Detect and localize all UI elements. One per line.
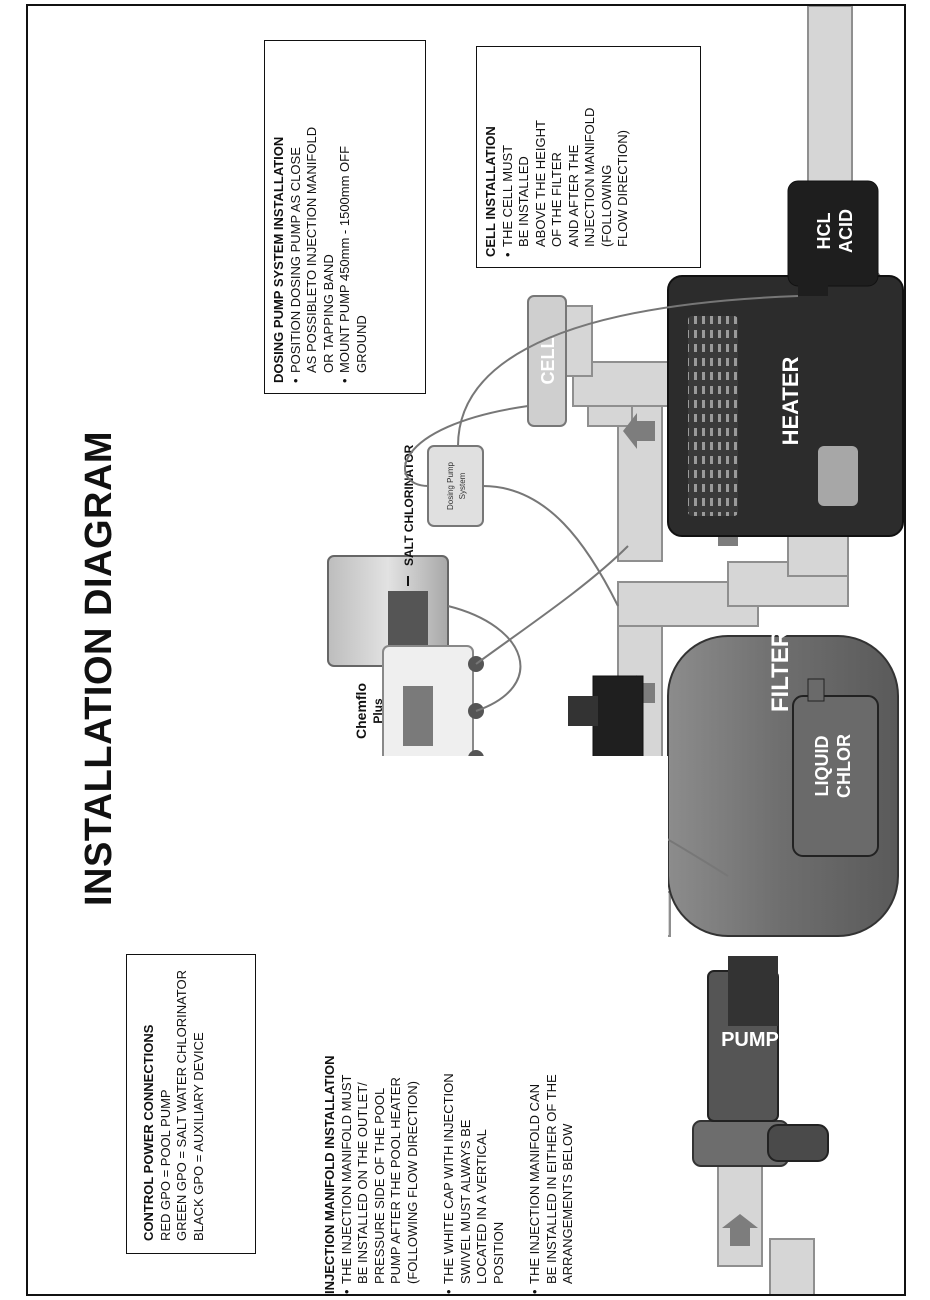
dosing-pump-note: DOSING PUMP SYSTEM INSTALLATION POSITION… [264, 40, 426, 394]
flow-arrow-inlet [722, 1214, 758, 1246]
pool-pump: PUMP [692, 956, 829, 1167]
note-line: BE INSTALLED ON THE OUTLET/ [355, 1082, 370, 1284]
note-line: ABOVE THE HEIGHT [532, 120, 548, 247]
salt-chlorinator: SALT CHLORINATOR [327, 444, 449, 667]
flow-arrow-cell [623, 413, 655, 449]
note-line: AND AFTER THE [565, 144, 581, 247]
cell-body [527, 295, 567, 427]
note-line: GROUND [353, 315, 369, 373]
pump-label: PUMP [721, 1029, 779, 1051]
note-line: BE INSTALLED [516, 156, 531, 247]
cell-installation-heading: CELL INSTALLATION [483, 126, 498, 257]
tube-hcl [457, 295, 799, 447]
note-line: PRESSURE SIDE OF THE POOL [371, 1087, 387, 1284]
pool-heater: HEATER [667, 275, 904, 537]
cable-chlorinator [447, 605, 522, 712]
note-line: ARRANGEMENTS BELOW [560, 1123, 575, 1284]
dosing-pump-label-2: System [458, 472, 467, 499]
dosing-pump-label-1: Dosing Pump [446, 461, 455, 510]
injection-manifold-note: INJECTION MANIFOLD INSTALLATION THE INJE… [308, 756, 668, 1294]
installation-diagram: PUMP FILTER LIQUID CHLOR HEATE [327, 6, 904, 1294]
note-line: PUMP AFTER THE POOL HEATER [388, 1077, 403, 1284]
pipe-bottom-left [769, 1238, 815, 1294]
salt-chlorinator-display [388, 591, 428, 651]
filter-valve [592, 675, 644, 767]
hcl-label-2: ACID [836, 209, 856, 253]
hcl-label-1: HCL [814, 213, 834, 250]
cable-aux [475, 545, 629, 665]
tube-liquid-chlor [482, 485, 619, 607]
control-power-line: RED GPO = POOL PUMP [157, 1089, 173, 1241]
note-line: OF THE FILTER [549, 152, 564, 247]
heater-panel [818, 446, 858, 506]
page-title: INSTALLATION DIAGRAM [78, 430, 120, 906]
note-line: POSITION DOSING PUMP AS CLOSE [287, 147, 303, 373]
dosing-pump-item: MOUNT PUMP 450mm - 1500mm OFF GROUND [337, 51, 370, 383]
note-line: (FOLLOWING [598, 164, 614, 247]
note-line: THE CELL MUST [499, 144, 515, 247]
diagram-frame: PUMP FILTER LIQUID CHLOR HEATE [26, 4, 906, 1296]
dosing-pump-heading: DOSING PUMP SYSTEM INSTALLATION [271, 136, 286, 383]
note-line: LOCATED IN A VERTICAL [474, 1129, 489, 1284]
note-line: INJECTION MANIFOLD [582, 107, 597, 247]
liquid-chlor-cap [807, 678, 825, 702]
control-power-line: BLACK GPO = AUXILIARY DEVICE [190, 1032, 206, 1241]
note-line: BE INSTALLED IN EITHER OF THE [543, 1074, 559, 1284]
control-power-line: GREEN GPO = SALT WATER CHLORINATOR [174, 969, 189, 1241]
liquid-chlor-container: LIQUID CHLOR [792, 678, 879, 857]
pipe-heater-outlet [787, 531, 849, 577]
note-line: THE INJECTION MANIFOLD CAN [527, 1083, 542, 1284]
dosing-pump-item: POSITION DOSING PUMP AS CLOSE AS POSSIBL… [288, 51, 338, 383]
rotated-stage: PUMP FILTER LIQUID CHLOR HEATE [28, 6, 904, 1294]
note-line: THE WHITE CAP WITH INJECTION [441, 1073, 456, 1284]
chemflo-label-1: Chemflo [353, 683, 369, 739]
dosing-pump-unit: Dosing Pump System [427, 445, 484, 527]
pipe-pump-inlet [717, 1155, 763, 1267]
note-line: OR TAPPING BAND [320, 254, 336, 373]
chemflo-label-2: Plus [371, 698, 385, 724]
chemflo-screen [403, 686, 433, 746]
cell-installation-item: THE CELL MUST BE INSTALLED ABOVE THE HEI… [500, 57, 632, 257]
note-line: POSITION [490, 1221, 506, 1284]
note-line: SWIVEL MUST ALWAYS BE [457, 1119, 473, 1284]
injection-manifold-item: THE INJECTION MANIFOLD CAN BE INSTALLED … [527, 768, 577, 1294]
dosing-pump-box [427, 445, 484, 527]
filter-label: FILTER [767, 630, 794, 712]
control-power-heading: CONTROL POWER CONNECTIONS [141, 1024, 156, 1241]
cell-label: CELL [538, 338, 558, 385]
hcl-acid-cap [798, 282, 828, 296]
filter-valve-handle [568, 696, 598, 726]
liquid-chlor-label-1: LIQUID [812, 736, 832, 797]
injection-manifold-item: THE INJECTION MANIFOLD MUST BE INSTALLED… [339, 768, 422, 1294]
heater-vents [688, 316, 738, 516]
note-line: AS POSSIBLETO INJECTION MANIFOLD [304, 126, 319, 373]
note-line: (FOLLOWING FLOW DIRECTION) [404, 1081, 420, 1284]
liquid-chlor-body [792, 695, 879, 857]
chlorinator-cell: CELL [527, 295, 567, 427]
salt-chlorinator-label: SALT CHLORINATOR [402, 444, 416, 566]
injection-manifold-item: THE WHITE CAP WITH INJECTION SWIVEL MUST… [441, 768, 507, 1294]
pump-lid [767, 1124, 829, 1162]
liquid-chlor-label-2: CHLOR [834, 734, 854, 798]
hcl-acid-container: HCL ACID [787, 180, 879, 296]
hcl-acid-body [787, 180, 879, 287]
note-line: THE INJECTION MANIFOLD MUST [338, 1074, 354, 1284]
control-power-note: CONTROL POWER CONNECTIONS RED GPO = POOL… [126, 954, 256, 1254]
cable-cell [404, 405, 529, 487]
note-line: FLOW DIRECTION) [615, 130, 630, 247]
injection-manifold-heading: INJECTION MANIFOLD INSTALLATION [322, 1055, 337, 1294]
pump-end-cap [728, 956, 778, 1026]
cell-installation-note: CELL INSTALLATION THE CELL MUST BE INSTA… [476, 46, 701, 268]
note-line: MOUNT PUMP 450mm - 1500mm OFF [337, 145, 352, 373]
heater-label: HEATER [778, 356, 803, 445]
